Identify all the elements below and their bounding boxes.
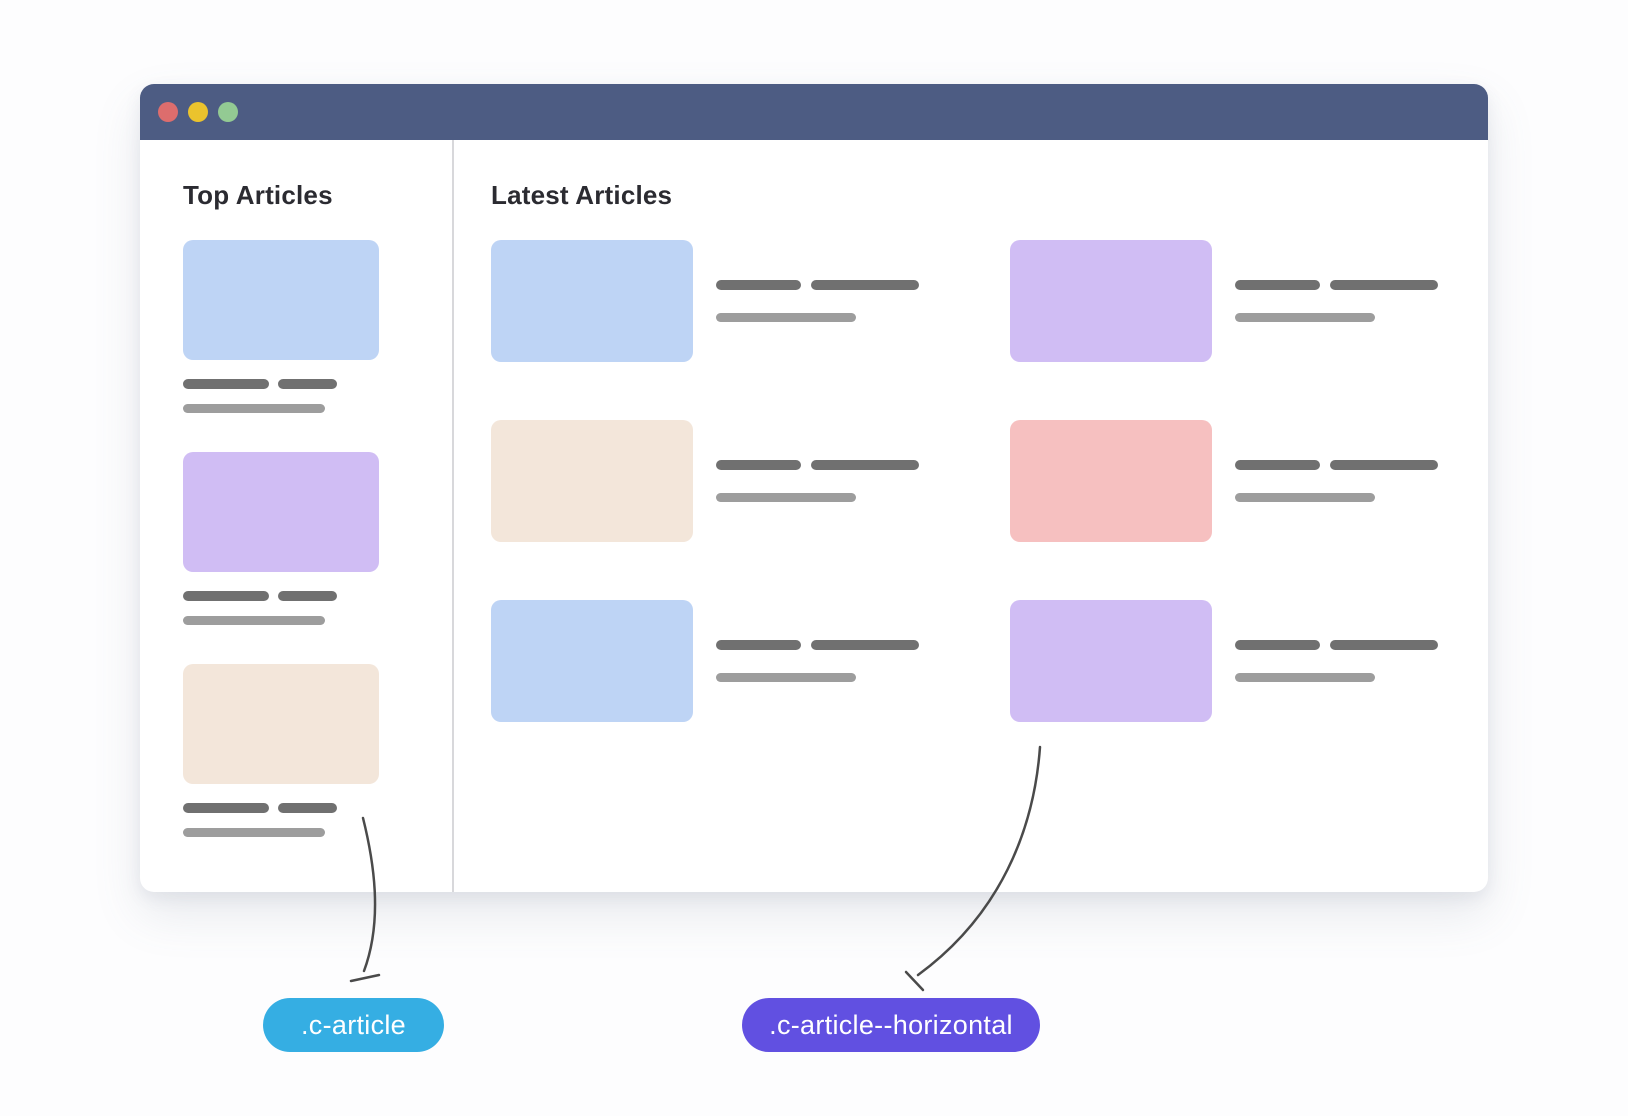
article-card-horizontal[interactable] [491, 240, 920, 362]
text-line-placeholder [278, 591, 337, 601]
title-line-placeholders [183, 379, 379, 389]
label-c-article-horizontal: .c-article--horizontal [742, 998, 1040, 1052]
text-line-placeholder [1235, 280, 1320, 290]
text-line-placeholder [716, 280, 801, 290]
text-line-placeholder [1235, 640, 1320, 650]
latest-articles-heading: Latest Articles [491, 180, 673, 210]
subtext-line-placeholder [716, 673, 856, 682]
article-card-vertical[interactable] [183, 240, 379, 413]
text-line-placeholder [716, 640, 801, 650]
arrow-to-c-article-end-icon [349, 973, 381, 983]
window-body: Top Articles [140, 140, 1488, 892]
article-card-horizontal[interactable] [1010, 600, 1439, 722]
text-line-placeholder [278, 379, 337, 389]
article-image-placeholder [183, 664, 379, 784]
text-line-placeholder [811, 640, 919, 650]
article-image-placeholder [183, 240, 379, 360]
article-card-vertical[interactable] [183, 664, 379, 837]
article-text-placeholders [716, 420, 919, 542]
article-image-placeholder [1010, 420, 1212, 542]
article-image-placeholder [491, 240, 693, 362]
latest-articles-grid [491, 240, 1488, 722]
title-line-placeholders [183, 803, 379, 813]
browser-window: Top Articles [140, 84, 1488, 892]
article-image-placeholder [491, 600, 693, 722]
article-text-placeholders [1235, 600, 1438, 722]
text-line-placeholder [716, 460, 801, 470]
title-line-placeholders [183, 591, 379, 601]
latest-articles-panel: Latest Articles [454, 140, 1488, 892]
subtext-line-placeholder [183, 828, 325, 837]
subtext-line-placeholder [1235, 313, 1375, 322]
article-card-horizontal[interactable] [1010, 240, 1439, 362]
subtext-line-placeholder [716, 313, 856, 322]
article-text-placeholders [716, 240, 919, 362]
window-control-close-icon[interactable] [158, 102, 178, 122]
arrow-to-c-article-horizontal-end-icon [904, 970, 925, 992]
subtext-line-placeholder [716, 493, 856, 502]
window-control-minimize-icon[interactable] [188, 102, 208, 122]
article-card-horizontal[interactable] [491, 420, 920, 542]
subtext-line-placeholder [183, 616, 325, 625]
panel-divider [452, 140, 454, 892]
text-line-placeholder [1330, 460, 1438, 470]
article-image-placeholder [491, 420, 693, 542]
article-image-placeholder [1010, 240, 1212, 362]
article-text-placeholders [716, 600, 919, 722]
text-line-placeholder [1330, 280, 1438, 290]
text-line-placeholder [811, 280, 919, 290]
article-card-vertical[interactable] [183, 452, 379, 625]
top-articles-heading: Top Articles [183, 180, 333, 210]
subtext-line-placeholder [1235, 493, 1375, 502]
window-control-maximize-icon[interactable] [218, 102, 238, 122]
text-line-placeholder [811, 460, 919, 470]
article-card-horizontal[interactable] [491, 600, 920, 722]
text-line-placeholder [183, 803, 269, 813]
text-line-placeholder [1330, 640, 1438, 650]
article-text-placeholders [1235, 420, 1438, 542]
article-text-placeholders [1235, 240, 1438, 362]
text-line-placeholder [183, 591, 269, 601]
text-line-placeholder [278, 803, 337, 813]
subtext-line-placeholder [1235, 673, 1375, 682]
top-articles-panel: Top Articles [140, 140, 452, 892]
text-line-placeholder [1235, 460, 1320, 470]
subtext-line-placeholder [183, 404, 325, 413]
article-image-placeholder [183, 452, 379, 572]
article-image-placeholder [1010, 600, 1212, 722]
window-titlebar [140, 84, 1488, 140]
article-card-horizontal[interactable] [1010, 420, 1439, 542]
text-line-placeholder [183, 379, 269, 389]
label-c-article: .c-article [263, 998, 444, 1052]
